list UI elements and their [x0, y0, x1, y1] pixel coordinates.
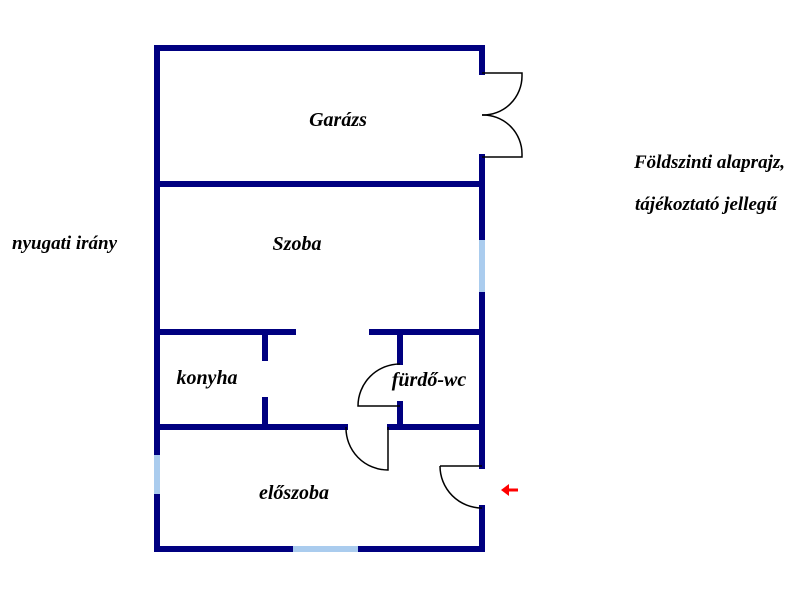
room-label-hall: előszoba [259, 482, 329, 504]
room-label-kitchen: konyha [176, 367, 237, 389]
garage-door-lower-leaf [481, 114, 523, 158]
entrance-arrow-head [501, 484, 509, 496]
plan-title-line1: Földszinti alaprajz, [633, 152, 785, 173]
room-label-bathroom: fürdő-wc [392, 369, 467, 391]
plan-title-line2: tájékoztató jellegű [635, 194, 778, 215]
doors [345, 72, 523, 509]
entrance-door [439, 465, 483, 509]
room-label-room: Szoba [273, 233, 322, 255]
room-label-garage: Garázs [309, 109, 367, 131]
garage-door-upper-leaf [481, 72, 523, 116]
bathroom-door [357, 363, 401, 407]
direction-label: nyugati irány [12, 233, 118, 254]
entrance-arrow-icon [501, 484, 518, 496]
hall-door [345, 426, 389, 471]
windows [154, 240, 485, 552]
